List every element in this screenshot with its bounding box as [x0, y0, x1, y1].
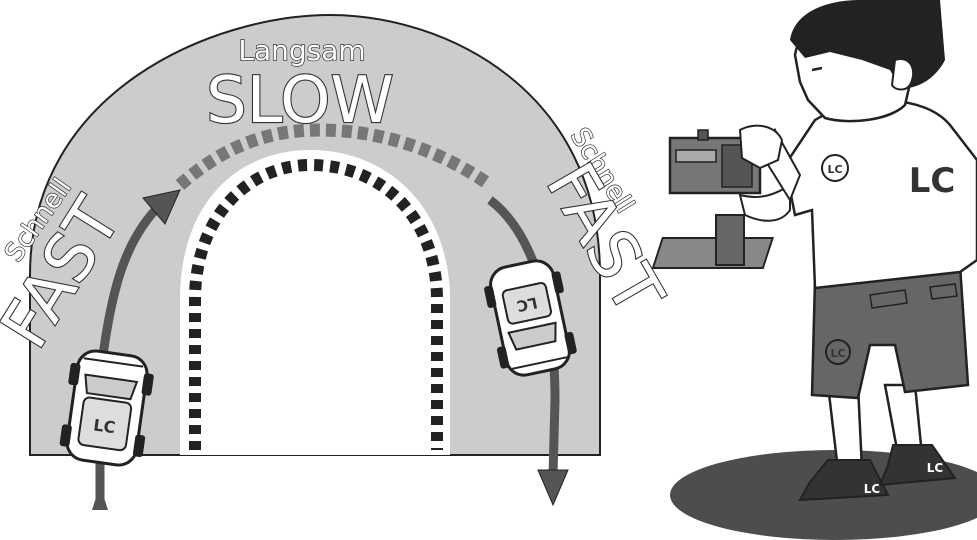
- transmitter-grip: [716, 215, 744, 265]
- right-shoe-logo: LC: [927, 461, 944, 475]
- left-shoe-logo: LC: [864, 482, 881, 496]
- ear: [892, 59, 913, 90]
- shirt-logo: LC: [909, 161, 956, 201]
- rc-car-left: LC: [58, 348, 156, 469]
- transmitter-base: [653, 238, 773, 268]
- slow-label-small: Langsam: [238, 34, 365, 67]
- car-left-logo: LC: [92, 415, 116, 437]
- arrow-head-right: [538, 470, 568, 505]
- track-infield: [180, 150, 450, 455]
- right-shoe: [880, 445, 955, 485]
- shorts-logo: LC: [830, 347, 845, 360]
- boy-figure: LC LC LC LC LC: [653, 0, 977, 540]
- sleeve-logo: LC: [827, 163, 842, 176]
- slow-label-big: SLOW: [206, 64, 394, 138]
